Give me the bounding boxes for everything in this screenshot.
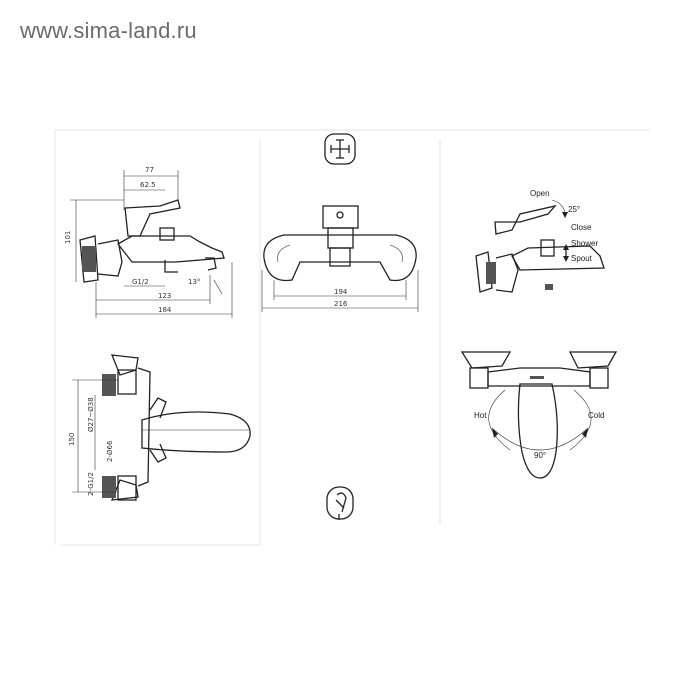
label-cold: Cold [588, 411, 604, 420]
dim-2-g1-2: 2-G1/2 [87, 472, 95, 496]
dim-216: 216 [334, 300, 348, 308]
dim-62-5: 62.5 [140, 181, 156, 189]
label-25deg: 25° [568, 205, 580, 214]
cross-handle-icon [324, 133, 356, 165]
dim-77: 77 [145, 166, 154, 174]
dim-123: 123 [158, 292, 171, 300]
label-hot: Hot [474, 411, 487, 420]
label-close: Close [571, 223, 592, 232]
dim-2-diameter-66: 2-Ø66 [106, 440, 114, 462]
watermark: www.sima-land.ru [20, 18, 197, 43]
frame-lines [54, 129, 650, 546]
label-90deg: 90° [534, 451, 546, 460]
label-shower: Shower [571, 239, 598, 248]
dim-184: 184 [158, 306, 172, 314]
side-view: 77 62.5 101 G1/2 13° 123 184 [64, 166, 233, 318]
dim-101: 101 [64, 231, 72, 244]
label-open: Open [530, 189, 550, 198]
dim-194: 194 [334, 288, 348, 296]
dim-13deg: 13° [188, 278, 200, 286]
thread-hatch [82, 246, 96, 272]
rotation-view: Hot Cold 90° [460, 351, 618, 479]
operation-view: Open 25° Close Shower Spout [475, 189, 605, 293]
dim-g1-2: G1/2 [132, 278, 149, 286]
top-view: 150 Ø27~Ø38 2-Ø66 2-G1/2 [68, 354, 251, 501]
shower-hand-icon [326, 486, 354, 520]
dim-diameter-27-38: Ø27~Ø38 [87, 397, 95, 432]
label-spout: Spout [571, 254, 593, 263]
dim-150: 150 [68, 433, 76, 446]
front-view: 194 216 [261, 205, 419, 312]
